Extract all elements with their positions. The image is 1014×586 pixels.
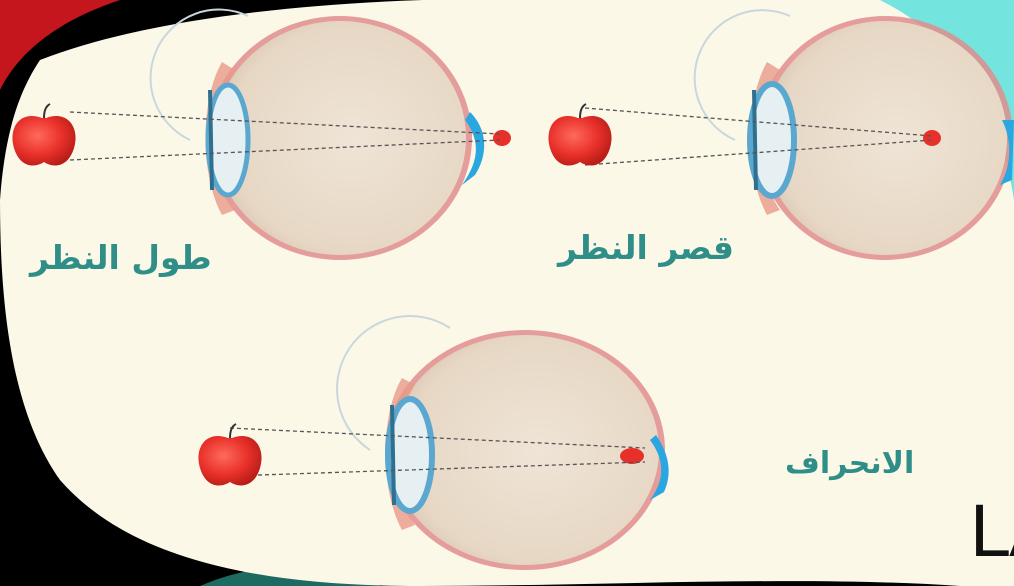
- eye-icon: [214, 21, 466, 255]
- eye-icon: [763, 21, 1007, 255]
- image-point-icon: [923, 130, 941, 146]
- label-astigmatism: الانحراف: [785, 446, 914, 481]
- corner-text: LA: [970, 488, 1014, 573]
- image-point-icon: [620, 448, 644, 464]
- image-point-icon: [493, 130, 511, 146]
- label-myopia: قصر النظر: [558, 228, 734, 267]
- label-hyperopia: طول النظر: [30, 238, 212, 277]
